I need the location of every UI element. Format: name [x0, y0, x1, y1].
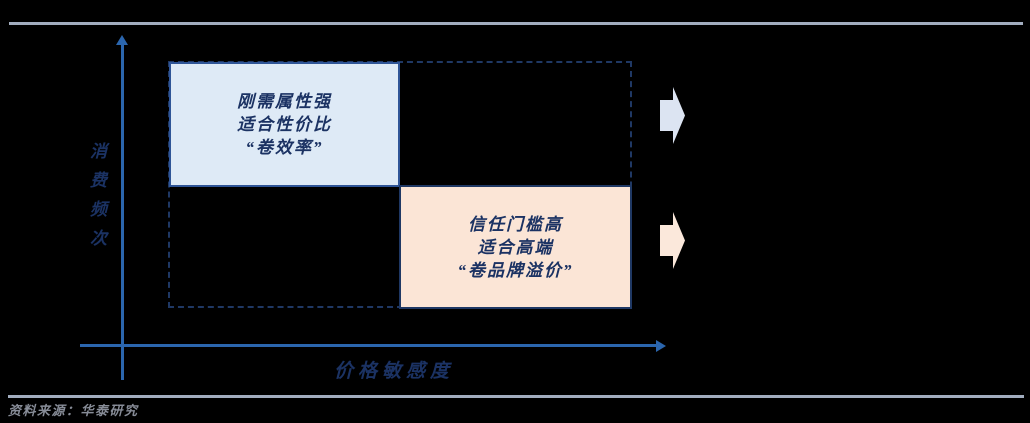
right-block-arrow-top-icon — [660, 87, 685, 144]
quadrant-line: 刚需属性强 — [237, 92, 332, 111]
y-axis-label: 消费频次 — [87, 142, 106, 258]
y-axis-line — [121, 44, 124, 380]
right-block-arrow-bottom-icon — [660, 212, 685, 269]
source-note: 资料来源：华泰研究 — [8, 403, 139, 418]
y-axis-arrowhead-icon — [116, 35, 128, 45]
quadrant-line: “卷效率” — [245, 138, 324, 157]
quadrant-top-left: 刚需属性强 适合性价比 “卷效率” — [169, 62, 400, 187]
x-axis-label: 价格敏感度 — [334, 361, 455, 382]
x-axis-arrowhead-icon — [656, 340, 666, 352]
quadrant-line: “卷品牌溢价” — [457, 260, 574, 280]
quadrant-bottom-right: 信任门槛高 适合高端 “卷品牌溢价” — [399, 185, 632, 309]
right-block-arrow-top-shape — [660, 87, 685, 144]
quadrant-line: 信任门槛高 — [468, 214, 563, 234]
x-axis-line — [80, 344, 658, 347]
quadrant-top-left-text: 刚需属性强 适合性价比 “卷效率” — [237, 90, 332, 159]
quadrant-line: 适合高端 — [477, 237, 554, 257]
bottom-divider — [8, 395, 1024, 398]
top-divider — [9, 22, 1023, 25]
quadrant-bottom-right-text: 信任门槛高 适合高端 “卷品牌溢价” — [458, 213, 574, 282]
right-block-arrow-bottom-shape — [660, 212, 685, 269]
quadrant-line: 适合性价比 — [237, 115, 332, 134]
